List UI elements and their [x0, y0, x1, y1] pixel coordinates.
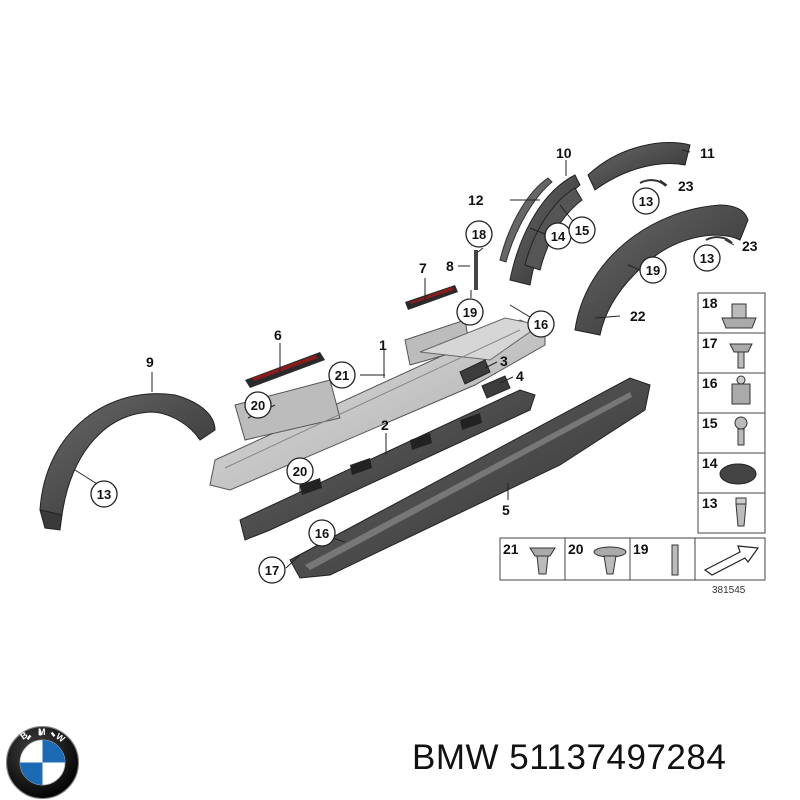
svg-text:18: 18 [702, 295, 718, 311]
fastener-legend: 18 17 16 15 14 13 [697, 292, 766, 534]
wheel-arch-trim-front [574, 204, 749, 336]
fastener-legend-bottom: 21 20 19 [499, 537, 766, 581]
circled-callouts: 13 20 21 20 16 17 16 18 [90, 187, 721, 584]
callout-8: 8 [446, 258, 454, 274]
svg-text:20: 20 [568, 541, 584, 557]
svg-text:19: 19 [633, 541, 649, 557]
screw-icon [729, 343, 753, 353]
svg-text:M: M [38, 727, 46, 737]
callout-17: 17 [258, 556, 286, 584]
wheel-arch-trim-rear [39, 393, 216, 531]
drawing-number: 381545 [712, 585, 746, 596]
legend-row-19: 19 [633, 541, 679, 576]
callout-18: 18 [465, 220, 493, 248]
callout-20-upper: 20 [244, 391, 272, 419]
svg-text:13: 13 [639, 194, 653, 209]
callout-13-upper: 13 [632, 187, 660, 215]
callout-15: 15 [568, 216, 596, 244]
legend-row-20: 20 [568, 541, 627, 575]
pin-icon [671, 544, 679, 576]
callout-16-upper: 16 [527, 310, 555, 338]
callout-23-upper: 23 [678, 178, 694, 194]
legend-row-14: 14 [702, 455, 757, 485]
svg-text:14: 14 [702, 455, 718, 471]
clip-23b [705, 236, 733, 244]
callout-2: 2 [381, 417, 389, 433]
legend-row-16: 16 [702, 375, 751, 405]
callout-23-lower: 23 [742, 238, 758, 254]
legend-row-17: 17 [702, 335, 753, 369]
svg-text:20: 20 [251, 398, 265, 413]
svg-text:20: 20 [293, 464, 307, 479]
svg-text:13: 13 [700, 251, 714, 266]
callout-19-upper: 19 [456, 298, 484, 326]
entrance-cover-strip [245, 352, 325, 388]
callout-9: 9 [146, 354, 154, 370]
callout-20-lower: 20 [286, 457, 314, 485]
legend-row-15: 15 [702, 415, 748, 446]
svg-text:15: 15 [702, 415, 718, 431]
bracket-4 [481, 375, 511, 399]
svg-text:B: B [18, 729, 29, 741]
clip-23a [639, 179, 667, 187]
callout-13-front: 13 [693, 244, 721, 272]
callout-labels: 9 6 7 1 2 3 4 5 10 11 12 8 22 23 23 [146, 145, 758, 518]
callout-10: 10 [556, 145, 572, 161]
svg-text:18: 18 [472, 227, 486, 242]
svg-text:19: 19 [463, 305, 477, 320]
callout-4: 4 [516, 368, 524, 384]
svg-text:17: 17 [265, 563, 279, 578]
callout-13-rear: 13 [90, 480, 118, 508]
clip-icon [731, 383, 751, 405]
expanding-clip-icon [735, 497, 747, 505]
callout-19-front: 19 [639, 256, 667, 284]
legend-row-18: 18 [702, 295, 757, 329]
svg-text:13: 13 [702, 495, 718, 511]
seal-strip [499, 177, 553, 263]
legend-row-21: 21 [503, 541, 556, 575]
bracket-3 [459, 359, 491, 385]
svg-text:15: 15 [575, 223, 589, 238]
side-skirt [289, 377, 651, 579]
callout-16-lower: 16 [308, 519, 336, 547]
callout-12: 12 [468, 192, 484, 208]
callout-14: 14 [544, 222, 572, 250]
svg-text:19: 19 [646, 263, 660, 278]
part-number: BMW 51137497284 [412, 738, 727, 777]
callout-5: 5 [502, 502, 510, 518]
callout-22: 22 [630, 308, 646, 324]
pad-icon [719, 463, 757, 485]
callout-11: 11 [700, 145, 715, 161]
svg-text:16: 16 [315, 526, 329, 541]
callout-3: 3 [500, 353, 508, 369]
legend-row-13: 13 [702, 495, 747, 527]
sill-cover-lower [239, 389, 536, 541]
svg-text:21: 21 [335, 368, 349, 383]
screw-head-icon [734, 416, 748, 430]
push-clip-icon [529, 547, 556, 557]
svg-text:13: 13 [97, 487, 111, 502]
svg-text:21: 21 [503, 541, 519, 557]
callout-6: 6 [274, 327, 282, 343]
side-sill-panel [209, 317, 546, 491]
entrance-cover-strip-small [405, 285, 458, 310]
svg-text:17: 17 [702, 335, 718, 351]
svg-text:16: 16 [534, 317, 548, 332]
wheel-arch-trim-upper [587, 142, 691, 191]
callout-21: 21 [328, 361, 356, 389]
callout-7: 7 [419, 260, 427, 276]
callout-1: 1 [379, 337, 387, 353]
nut-icon [721, 317, 757, 329]
svg-text:14: 14 [551, 229, 566, 244]
direction-arrow-icon [703, 545, 760, 576]
svg-text:16: 16 [702, 375, 718, 391]
bmw-logo: B M W [5, 725, 80, 800]
